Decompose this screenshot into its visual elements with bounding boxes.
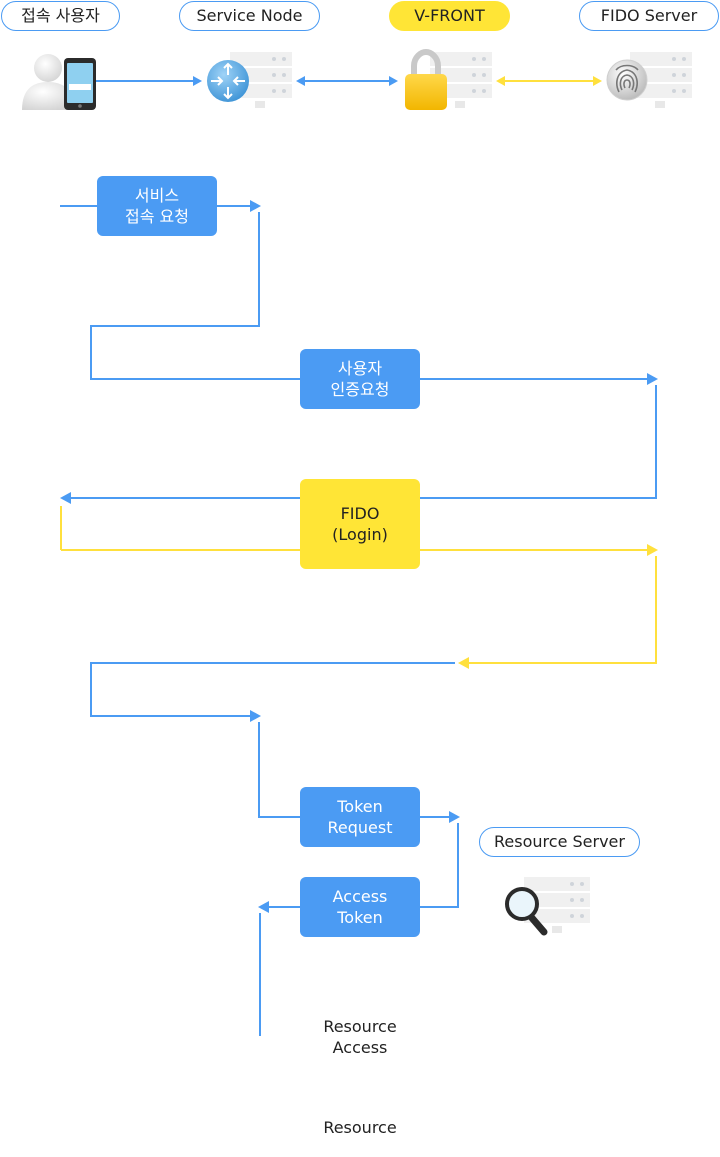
step-access-token-line1: Access [332, 887, 388, 906]
step-user-auth-line1: 사용자 [337, 359, 383, 378]
top-connectors [96, 76, 602, 86]
step-resource: Resource [300, 1117, 420, 1138]
step-user-auth-line2: 인증요청 [330, 380, 390, 399]
actor-user-label: 접속 사용자 [1, 1, 120, 31]
blue-arrowheads [60, 200, 658, 913]
step-fido-login-line1: FIDO [340, 504, 380, 523]
step-access-token: Access Token [300, 877, 420, 937]
yellow-arrowheads [458, 544, 658, 669]
step-token-request-line1: Token [337, 797, 383, 816]
actor-service-node-label: Service Node [179, 1, 320, 31]
resource-server-label: Resource Server [479, 827, 640, 857]
step-access-token-line2: Token [337, 908, 383, 927]
actor-v-front-label: V-FRONT [389, 1, 510, 31]
step-resource-access-line2: Access [332, 1038, 388, 1057]
step-service-request: 서비스 접속 요청 [97, 176, 217, 236]
step-fido-login-line2: (Login) [332, 525, 388, 544]
step-fido-login: FIDO (Login) [300, 479, 420, 569]
lock-icon [405, 48, 492, 110]
step-token-request-line2: Request [327, 818, 393, 837]
step-service-request-line2: 접속 요청 [125, 207, 189, 226]
service-node-icon [207, 52, 292, 108]
magnifier-server-icon [505, 877, 590, 936]
user-phone-icon [22, 54, 96, 110]
step-resource-access-line1: Resource [323, 1017, 397, 1036]
actor-fido-server-label: FIDO Server [579, 1, 719, 31]
fingerprint-icon [606, 52, 692, 108]
step-service-request-line1: 서비스 [134, 186, 180, 205]
step-user-auth: 사용자 인증요청 [300, 349, 420, 409]
step-resource-line1: Resource [323, 1118, 397, 1137]
step-resource-access: Resource Access [300, 1016, 420, 1058]
step-token-request: Token Request [300, 787, 420, 847]
